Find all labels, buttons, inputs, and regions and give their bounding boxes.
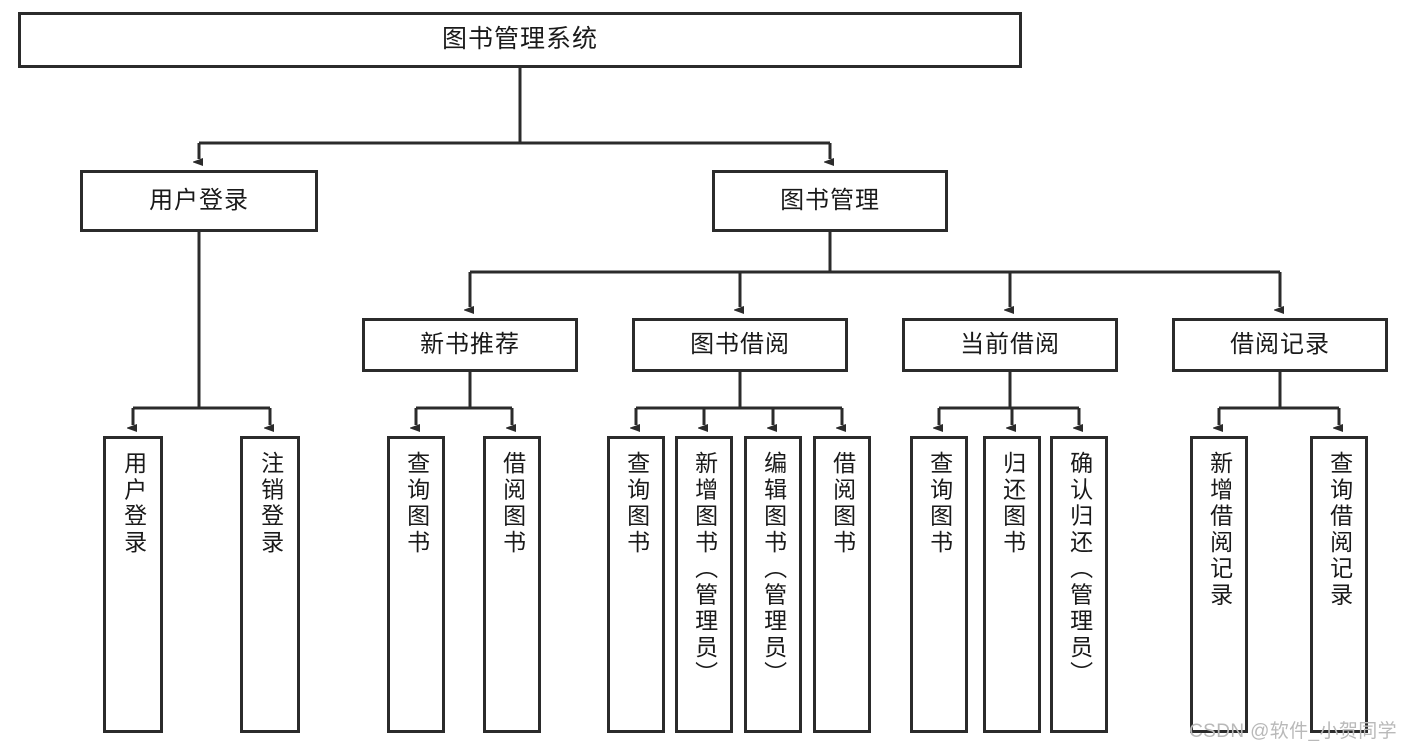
node-new-book-recommend[interactable]: 新书推荐 (362, 318, 578, 372)
node-user-login[interactable]: 用户登录 (80, 170, 318, 232)
leaf-record-query-borrow-record[interactable]: 查询借阅记录 (1310, 436, 1368, 733)
node-label: 图书借阅 (690, 330, 790, 358)
node-label: 新书推荐 (420, 330, 520, 358)
leaf-current-query-book[interactable]: 查询图书 (910, 436, 968, 733)
node-label: 当前借阅 (960, 330, 1060, 358)
node-label: 新增借阅记录 (1206, 451, 1233, 609)
node-label: 确认归还（管理员） (1066, 451, 1093, 687)
node-borrow-records[interactable]: 借阅记录 (1172, 318, 1388, 372)
leaf-current-confirm-return-admin[interactable]: 确认归还（管理员） (1050, 436, 1108, 733)
node-label: 注销登录 (257, 451, 284, 556)
watermark: CSDN @软件_小贺同学 (1189, 721, 1397, 742)
node-current-borrow[interactable]: 当前借阅 (902, 318, 1118, 372)
leaf-user-logout[interactable]: 注销登录 (240, 436, 300, 733)
node-root[interactable]: 图书管理系统 (18, 12, 1022, 68)
node-label: 查询图书 (623, 451, 650, 556)
node-label: 查询图书 (403, 451, 430, 556)
leaf-borrow-borrow-book[interactable]: 借阅图书 (813, 436, 871, 733)
node-label: 借阅图书 (499, 451, 526, 556)
leaf-user-login[interactable]: 用户登录 (103, 436, 163, 733)
leaf-borrow-edit-book-admin[interactable]: 编辑图书（管理员） (744, 436, 802, 733)
node-label: 图书管理 (780, 186, 880, 214)
leaf-record-add-borrow-record[interactable]: 新增借阅记录 (1190, 436, 1248, 733)
node-label: 用户登录 (149, 186, 249, 214)
node-book-management[interactable]: 图书管理 (712, 170, 948, 232)
node-label: 新增图书（管理员） (691, 451, 718, 687)
node-label: 编辑图书（管理员） (760, 451, 787, 687)
node-label: 借阅记录 (1230, 330, 1330, 358)
node-book-borrow[interactable]: 图书借阅 (632, 318, 848, 372)
leaf-borrow-add-book-admin[interactable]: 新增图书（管理员） (675, 436, 733, 733)
leaf-current-return-book[interactable]: 归还图书 (983, 436, 1041, 733)
node-label: 归还图书 (999, 451, 1026, 556)
leaf-borrow-query-book[interactable]: 查询图书 (607, 436, 665, 733)
node-label: 图书管理系统 (441, 25, 598, 54)
node-label: 查询图书 (926, 451, 953, 556)
node-label: 查询借阅记录 (1326, 451, 1353, 609)
node-label: 用户登录 (120, 451, 147, 556)
leaf-recommend-query-book[interactable]: 查询图书 (387, 436, 445, 733)
node-label: 借阅图书 (829, 451, 856, 556)
leaf-recommend-borrow-book[interactable]: 借阅图书 (483, 436, 541, 733)
